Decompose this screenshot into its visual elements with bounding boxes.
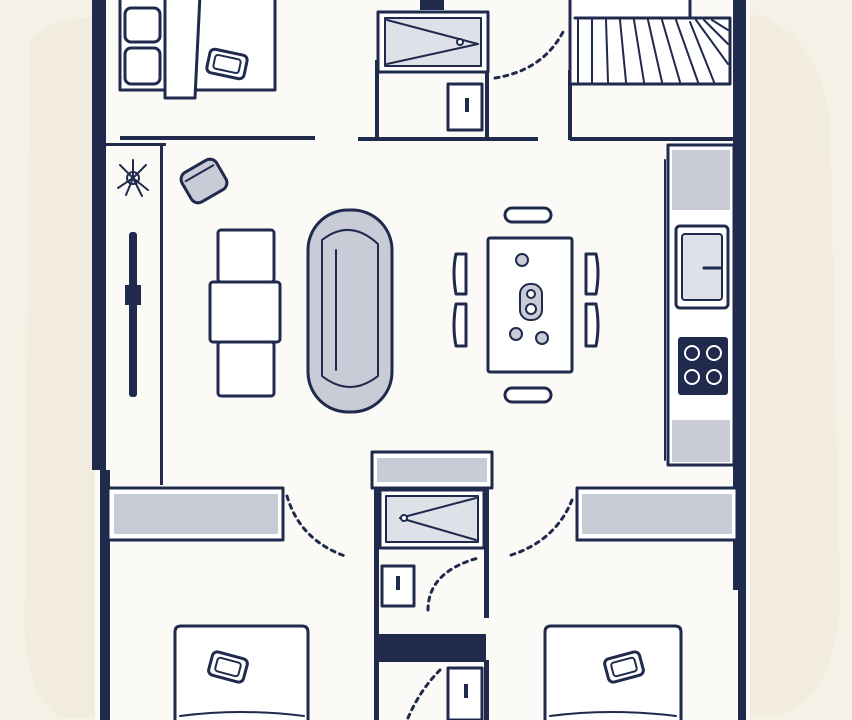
wall-top-bath-bottom <box>358 137 538 141</box>
stairs-icon <box>568 0 732 86</box>
dining-table-icon <box>486 236 574 374</box>
wall-stairs-left <box>568 70 572 140</box>
wall-bath-divider <box>378 634 486 662</box>
wardrobe-icon <box>125 232 141 397</box>
chair-icon <box>452 206 600 404</box>
outer-wall-right <box>733 0 746 590</box>
wall-bath-left <box>375 60 379 140</box>
toilet-icon <box>380 564 416 608</box>
wall-middle-right <box>575 486 739 542</box>
outer-wall-right-lower <box>738 590 746 720</box>
wall-bath-right-lower <box>484 660 489 720</box>
door-arc-icon <box>406 668 442 720</box>
bed-icon <box>118 0 277 100</box>
sink-icon <box>674 224 730 310</box>
wall-bath-bottom-left <box>374 488 379 720</box>
top-bath-entry-block <box>420 0 444 10</box>
tablet-icon <box>205 47 249 81</box>
door-arc-icon <box>285 494 347 558</box>
sofa-icon <box>306 208 394 414</box>
floor-area <box>95 0 750 720</box>
shower-icon <box>376 10 490 74</box>
wall-top-left-room-bottom <box>120 136 315 140</box>
toilet-icon <box>446 82 484 132</box>
wall-living-top-left <box>106 143 166 146</box>
lounge-chair-icon <box>208 228 282 398</box>
wall-middle-left <box>106 486 285 542</box>
wall-bath-bottom-right <box>484 488 489 618</box>
wall-stairs-bottom <box>570 137 735 141</box>
door-arc-icon <box>506 498 574 558</box>
tablet-icon <box>207 650 249 684</box>
plant-icon <box>117 159 149 197</box>
door-arc-icon <box>493 26 567 80</box>
wall-living-left <box>160 145 163 485</box>
shower-icon <box>378 488 486 550</box>
armchair-icon <box>179 157 229 205</box>
tablet-icon <box>603 650 645 684</box>
bathroom-counter <box>370 450 494 490</box>
door-arc-icon <box>426 556 480 612</box>
wall-bath-right <box>485 60 489 140</box>
toilet-icon <box>446 666 484 720</box>
stove-icon <box>678 337 728 395</box>
outer-wall-left <box>92 0 106 470</box>
outer-wall-left-lower <box>100 470 110 720</box>
